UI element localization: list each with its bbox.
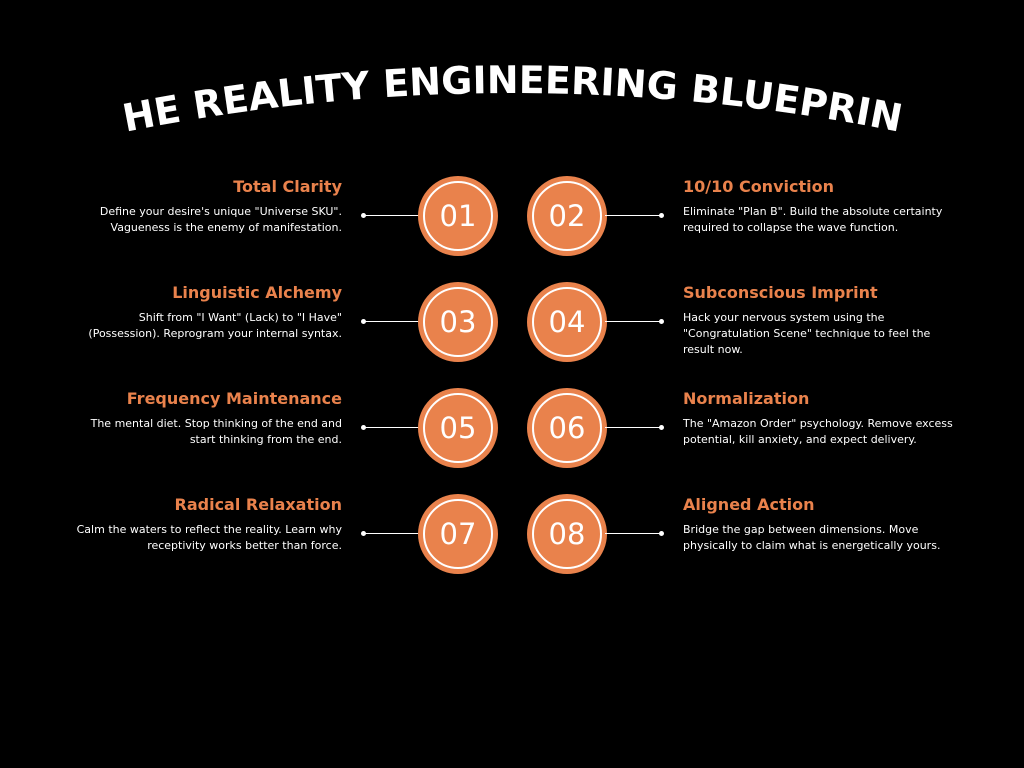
step-03-number: 03 [439, 305, 477, 339]
step-01-connector-line [364, 215, 420, 216]
step-07-text: Radical Relaxation Calm the waters to re… [72, 495, 342, 554]
step-02-text: 10/10 Conviction Eliminate "Plan B". Bui… [683, 177, 953, 236]
step-07-description: Calm the waters to reflect the reality. … [76, 523, 342, 552]
step-05-title: Frequency Maintenance [126, 389, 342, 408]
step-05-description: The mental diet. Stop thinking of the en… [90, 417, 342, 446]
step-04-badge: 04 [527, 282, 607, 362]
step-04-connector-line [605, 321, 661, 322]
step-03-badge-ring [423, 287, 493, 357]
step-02-badge-ring [532, 181, 602, 251]
step-03-title: Linguistic Alchemy [172, 283, 342, 302]
step-01-badge: 01 [418, 176, 498, 256]
step-07-connector-line [364, 533, 420, 534]
step-03-connector-dot [361, 319, 366, 324]
step-01-number: 01 [439, 199, 477, 233]
step-02-badge: 02 [527, 176, 607, 256]
step-02-number: 02 [548, 199, 586, 233]
step-03-badge: 03 [418, 282, 498, 362]
step-05-text: Frequency Maintenance The mental diet. S… [72, 389, 342, 448]
step-06-description: The "Amazon Order" psychology. Remove ex… [683, 417, 953, 446]
step-08-number: 08 [548, 517, 586, 551]
step-07-badge: 07 [418, 494, 498, 574]
step-05-badge: 05 [418, 388, 498, 468]
step-05-badge-ring [423, 393, 493, 463]
step-08-description: Bridge the gap between dimensions. Move … [683, 523, 941, 552]
step-06-badge-ring [532, 393, 602, 463]
step-05-connector-line [364, 427, 420, 428]
step-01-title: Total Clarity [233, 177, 342, 196]
step-02-description: Eliminate "Plan B". Build the absolute c… [683, 205, 943, 234]
step-04-connector-dot [659, 319, 664, 324]
step-08-connector-dot [659, 531, 664, 536]
step-04-text: Subconscious Imprint Hack your nervous s… [683, 283, 953, 358]
step-01-badge-ring [423, 181, 493, 251]
step-06-connector-line [605, 427, 661, 428]
step-08-text: Aligned Action Bridge the gap between di… [683, 495, 953, 554]
step-02-connector-dot [659, 213, 664, 218]
step-01-description: Define your desire's unique "Universe SK… [99, 205, 342, 234]
step-07-connector-dot [361, 531, 366, 536]
step-01-connector-dot [361, 213, 366, 218]
step-06-connector-dot [659, 425, 664, 430]
step-03-description: Shift from "I Want" (Lack) to "I Have" (… [88, 311, 342, 340]
step-03-text: Linguistic Alchemy Shift from "I Want" (… [72, 283, 342, 342]
step-06-badge: 06 [527, 388, 607, 468]
step-06-number: 06 [548, 411, 586, 445]
step-08-badge: 08 [527, 494, 607, 574]
step-07-badge-ring [423, 499, 493, 569]
step-05-connector-dot [361, 425, 366, 430]
step-04-description: Hack your nervous system using the "Cong… [683, 311, 931, 356]
step-01-text: Total Clarity Define your desire's uniqu… [72, 177, 342, 236]
step-08-title: Aligned Action [683, 495, 815, 514]
step-05-number: 05 [439, 411, 477, 445]
step-08-badge-ring [532, 499, 602, 569]
step-08-connector-line [605, 533, 661, 534]
step-06-text: Normalization The "Amazon Order" psychol… [683, 389, 953, 448]
step-02-title: 10/10 Conviction [683, 177, 834, 196]
step-04-number: 04 [548, 305, 586, 339]
step-07-title: Radical Relaxation [174, 495, 342, 514]
step-06-title: Normalization [683, 389, 810, 408]
step-07-number: 07 [439, 517, 477, 551]
step-04-title: Subconscious Imprint [683, 283, 878, 302]
step-04-badge-ring [532, 287, 602, 357]
step-03-connector-line [364, 321, 420, 322]
step-02-connector-line [605, 215, 661, 216]
